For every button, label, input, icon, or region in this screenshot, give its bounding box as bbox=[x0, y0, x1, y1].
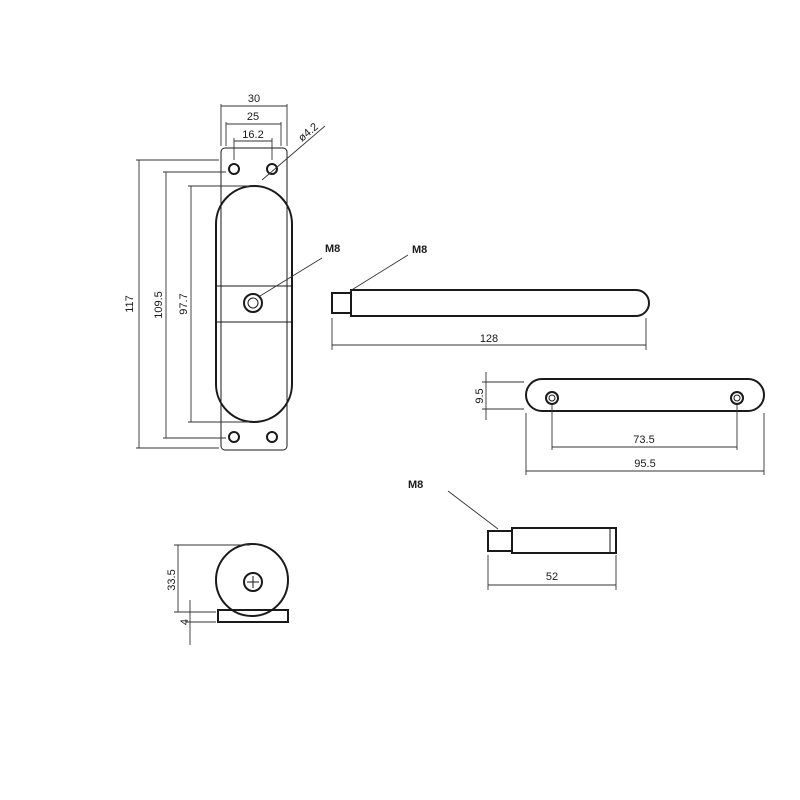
dim-9-5: 9.5 bbox=[474, 372, 524, 420]
closer-body bbox=[215, 185, 293, 423]
label-4: 4 bbox=[179, 619, 191, 625]
label-30: 30 bbox=[248, 93, 260, 105]
arm-body bbox=[525, 378, 765, 412]
side-base-plate bbox=[217, 609, 289, 623]
dim-m8-center: M8 bbox=[259, 243, 340, 297]
label-25: 25 bbox=[247, 111, 259, 123]
side-view bbox=[215, 543, 289, 623]
screw-head bbox=[243, 572, 263, 592]
center-hole bbox=[243, 293, 263, 313]
arm-hole-right-inner bbox=[733, 394, 741, 402]
center-hole-inner bbox=[247, 297, 259, 309]
dim-73-5: 73.5 bbox=[551, 405, 738, 450]
dim-m8-short: M8 bbox=[408, 479, 499, 530]
label-33-5: 33.5 bbox=[166, 569, 178, 590]
dim-33-5: 33.5 bbox=[166, 544, 250, 613]
short-rod-shaft bbox=[511, 527, 617, 554]
label-117: 117 bbox=[124, 295, 136, 313]
dim-52: 52 bbox=[487, 555, 617, 590]
label-m8-center: M8 bbox=[325, 243, 340, 255]
dim-117: 117 bbox=[124, 159, 219, 449]
dim-109-5: 109.5 bbox=[153, 171, 226, 439]
arm bbox=[525, 378, 765, 412]
arm-hole-left bbox=[545, 391, 559, 405]
dim-128: 128 bbox=[331, 318, 647, 350]
long-rod bbox=[331, 289, 650, 317]
dim-m8-rod: M8 bbox=[349, 244, 427, 292]
label-73-5: 73.5 bbox=[633, 434, 654, 446]
label-m8-short: M8 bbox=[408, 479, 423, 491]
plate-hole-bl bbox=[228, 431, 240, 443]
dim-hole-diameter: ø4.2 bbox=[261, 121, 326, 181]
plate-hole-br bbox=[266, 431, 278, 443]
short-rod-thread bbox=[487, 530, 513, 552]
plate-hole-tr bbox=[266, 163, 278, 175]
arm-hole-right bbox=[730, 391, 744, 405]
dim-16-2: 16.2 bbox=[233, 129, 273, 160]
label-95-5: 95.5 bbox=[634, 458, 655, 470]
rod-thread-end bbox=[331, 292, 352, 314]
arm-hole-left-inner bbox=[548, 394, 556, 402]
label-9-5: 9.5 bbox=[474, 388, 486, 403]
front-view bbox=[215, 147, 293, 451]
rod-shaft bbox=[350, 289, 650, 317]
label-52: 52 bbox=[546, 571, 558, 583]
dim-4: 4 bbox=[179, 600, 216, 645]
dim-25: 25 bbox=[225, 111, 282, 146]
label-109-5: 109.5 bbox=[153, 291, 165, 319]
short-rod bbox=[487, 527, 617, 554]
dim-97-7: 97.7 bbox=[178, 185, 250, 423]
dim-30: 30 bbox=[220, 93, 288, 146]
plate-hole-tl bbox=[228, 163, 240, 175]
label-16-2: 16.2 bbox=[242, 129, 263, 141]
label-128: 128 bbox=[480, 333, 498, 345]
label-m8-rod: M8 bbox=[412, 244, 427, 256]
label-hole-diameter: ø4.2 bbox=[296, 121, 321, 144]
label-97-7: 97.7 bbox=[178, 293, 190, 314]
dim-95-5: 95.5 bbox=[525, 413, 765, 475]
mounting-plate bbox=[220, 147, 288, 451]
side-body-circle bbox=[215, 543, 289, 617]
